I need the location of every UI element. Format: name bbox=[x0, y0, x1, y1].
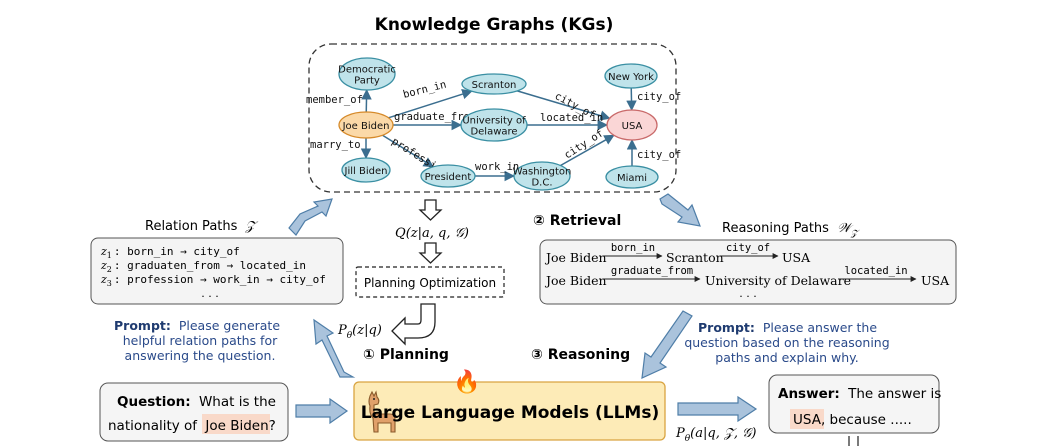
question-line-1: Question: What is the bbox=[117, 394, 276, 410]
answer-line-1: Answer: The answer is bbox=[778, 386, 941, 402]
kg-to-relation-arrow bbox=[288, 198, 333, 236]
kg-edge-washington-usa bbox=[560, 134, 615, 167]
q-down-arrow-1 bbox=[418, 199, 443, 221]
relation-path-row: z1: born_in → city_of bbox=[100, 245, 240, 260]
question-entity-highlight bbox=[202, 414, 270, 434]
kg-node-joe: Joe Biden bbox=[338, 111, 394, 139]
question-to-llm-arrow bbox=[295, 397, 349, 425]
kg-node-miami: Miami bbox=[605, 165, 659, 189]
svg-text:Prompt: Please generate: Prompt: Please generate bbox=[114, 318, 280, 333]
llm-to-answer-arrow bbox=[677, 395, 758, 423]
llm-box bbox=[353, 381, 666, 441]
svg-text:question based on the reasonin: question based on the reasoning bbox=[684, 335, 889, 350]
kg-node-newyork: New York bbox=[604, 63, 658, 89]
svg-text:located_in: located_in bbox=[844, 265, 907, 277]
q-down-arrow-2 bbox=[418, 242, 443, 264]
llm-label: Large Language Models (LLMs) bbox=[361, 403, 659, 423]
prompt-right: Prompt: Please answer the question based… bbox=[684, 320, 889, 365]
kg-container bbox=[308, 43, 677, 193]
reasoning-path-row-1: Joe Biden born_in Scranton city_of USA bbox=[544, 242, 811, 265]
planning-step-label: ① Planning bbox=[363, 347, 449, 363]
fire-icon: 🔥 bbox=[453, 369, 480, 395]
kg-node-label: Joe Biden bbox=[342, 121, 390, 132]
planning-optimization-label: Planning Optimization bbox=[364, 276, 496, 290]
kg-edge-label: graduate_from bbox=[394, 111, 476, 123]
relation-paths-ellipsis: · · · bbox=[201, 290, 218, 303]
svg-text:helpful relation paths for: helpful relation paths for bbox=[123, 333, 278, 348]
kg-edge-label: born_in bbox=[402, 79, 448, 101]
kg-to-reasoning-arrow bbox=[659, 193, 701, 227]
prompt-left: Prompt: Please generate helpful relation… bbox=[114, 318, 280, 363]
kg-node-label: USA bbox=[622, 121, 643, 132]
svg-text:USA: USA bbox=[921, 273, 950, 288]
planning-return-arrow bbox=[391, 303, 436, 346]
planning-optimization-box bbox=[355, 266, 505, 298]
q-formula: Q(z|a, q, 𝒢) bbox=[395, 226, 469, 241]
kg-edge-label: work_in bbox=[475, 161, 519, 173]
svg-text:city_of: city_of bbox=[726, 242, 770, 254]
reasoning-to-llm-arrow bbox=[641, 310, 693, 379]
svg-text:born_in: born_in bbox=[611, 242, 655, 254]
reasoning-paths-title: Reasoning Paths 𝒲𝒵 bbox=[722, 221, 860, 239]
p-planning-formula: Pθ(z|q) bbox=[337, 323, 382, 341]
answer-continuation-mark bbox=[848, 436, 859, 446]
kg-node-label: New York bbox=[608, 72, 654, 83]
svg-text:Joe Biden: Joe Biden bbox=[544, 250, 607, 265]
svg-text:University of Delaware: University of Delaware bbox=[705, 273, 851, 288]
kg-node-label: Jill Biden bbox=[344, 166, 388, 177]
kg-node-label: Washington bbox=[513, 167, 572, 178]
kg-edge-label: located_in bbox=[540, 112, 603, 124]
kg-node-label: D.C. bbox=[531, 178, 552, 189]
kg-node-label: Party bbox=[354, 76, 380, 87]
relation-path-row: z2: graduaten_from → located_in bbox=[100, 259, 306, 274]
kg-edge-joe-scranton bbox=[388, 89, 473, 119]
svg-text:Joe Biden: Joe Biden bbox=[544, 273, 607, 288]
p-answer-formula: Pθ(a|q, 𝒵, 𝒢) bbox=[675, 426, 756, 444]
kg-node-label: Scranton bbox=[472, 80, 517, 91]
kg-node-label: Democratic bbox=[338, 65, 396, 76]
kg-node-label: Miami bbox=[617, 173, 647, 184]
kg-edge-label: city_of bbox=[637, 149, 681, 161]
kg-edge-scranton-usa bbox=[516, 90, 611, 121]
kg-title: Knowledge Graphs (KGs) bbox=[375, 15, 614, 35]
kg-node-label: Delaware bbox=[470, 127, 517, 138]
svg-text:graduate_from: graduate_from bbox=[611, 265, 693, 277]
relation-path-row: z3: profession → work_in → city_of bbox=[100, 273, 326, 288]
reasoning-paths-ellipsis: · · · bbox=[739, 290, 756, 303]
kg-node-usa: USA bbox=[606, 109, 658, 141]
kg-edge-label: member_of bbox=[306, 94, 363, 106]
kg-node-label: President bbox=[425, 172, 472, 183]
question-line-2: nationality of Joe Biden? bbox=[108, 418, 276, 434]
llama-icon bbox=[368, 390, 396, 433]
answer-line-2: USA, because ..... bbox=[793, 412, 912, 428]
svg-text:answering the question.: answering the question. bbox=[125, 348, 276, 363]
kg-node-jill: Jill Biden bbox=[341, 157, 391, 183]
kg-node-president: President bbox=[420, 164, 476, 188]
reasoning-step-label: ③ Reasoning bbox=[531, 347, 630, 363]
kg-edge-label: city_of bbox=[637, 91, 681, 103]
answer-entity-highlight bbox=[790, 409, 824, 429]
svg-text:Prompt: Please answer th: Prompt: Please answer the bbox=[698, 320, 877, 335]
svg-text:paths and explain why.: paths and explain why. bbox=[715, 350, 858, 365]
retrieval-step-label: ② Retrieval bbox=[533, 213, 621, 229]
llm-to-relation-arrow bbox=[313, 318, 356, 378]
kg-node-label: University of bbox=[462, 116, 526, 127]
kg-node-scranton: Scranton bbox=[461, 73, 527, 95]
reasoning-path-row-2: Joe Biden graduate_from University of De… bbox=[544, 265, 950, 288]
kg-edge-joe-president bbox=[382, 134, 435, 168]
svg-text:USA: USA bbox=[782, 250, 811, 265]
relation-paths-box bbox=[90, 237, 344, 305]
kg-edge-label: marry_to bbox=[310, 139, 361, 151]
relation-paths-title: Relation Paths 𝒵 bbox=[145, 219, 259, 234]
svg-text:Scranton: Scranton bbox=[666, 250, 724, 265]
